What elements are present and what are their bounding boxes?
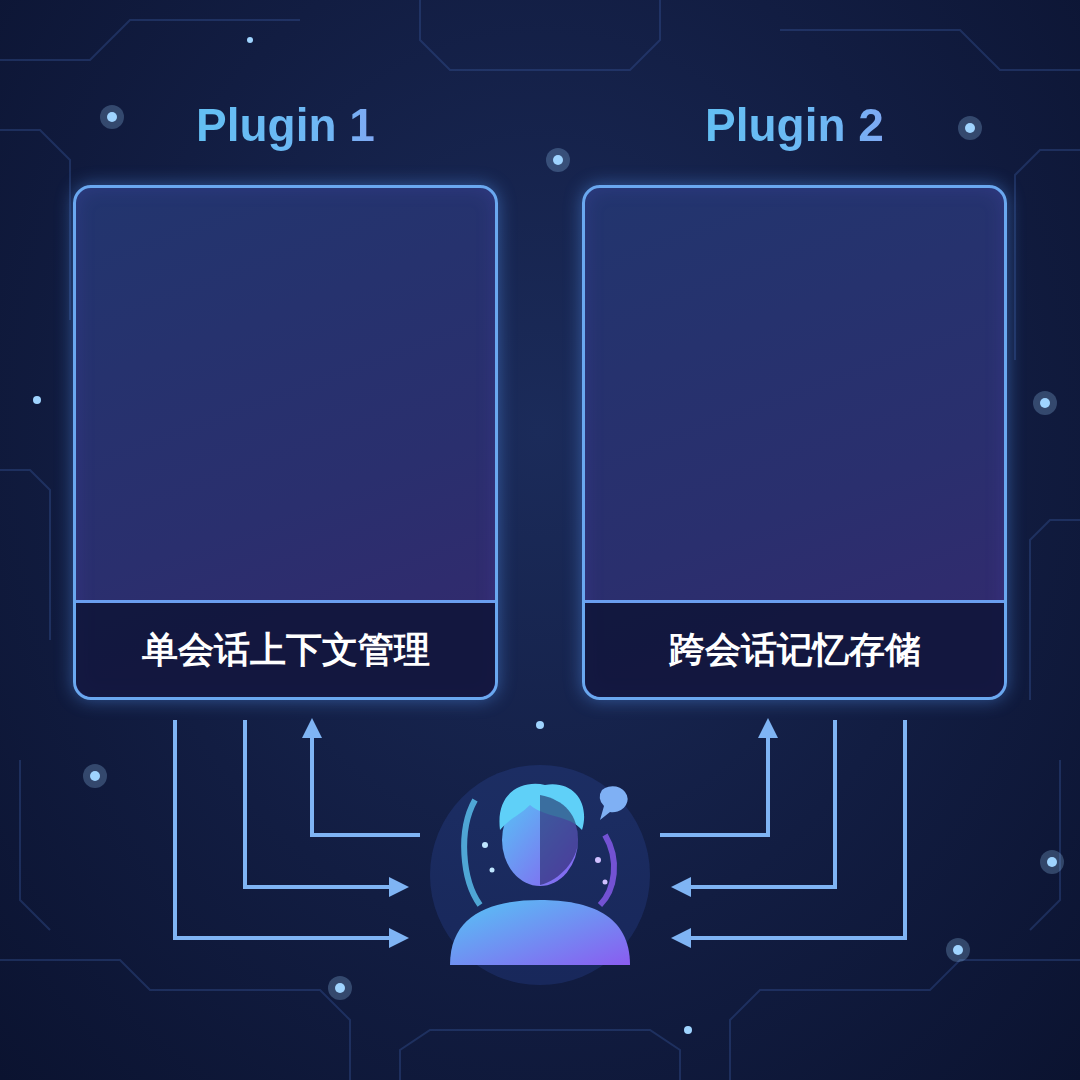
plugin-panel: Plugin 1 单会话上下文管理 [73, 100, 498, 700]
plugin-panel: Plugin 2 跨会话记忆存储 [582, 100, 1007, 700]
caption-band: 跨会话记忆存储 [585, 600, 1004, 697]
panel-frame: 跨会话记忆存储 [582, 185, 1007, 700]
database-icon [815, 402, 931, 538]
panel-heading: Plugin 2 [582, 100, 1007, 151]
graph-icon [153, 266, 417, 537]
brain-database-icon [660, 254, 921, 490]
panel-heading: Plugin 1 [73, 100, 498, 151]
panel-caption: 跨会话记忆存储 [669, 626, 921, 675]
person-icon [430, 765, 650, 985]
flow-arrows [175, 720, 905, 938]
panel-frame: 单会话上下文管理 [73, 185, 498, 700]
panel-caption: 单会话上下文管理 [142, 626, 430, 675]
caption-band: 单会话上下文管理 [76, 600, 495, 697]
